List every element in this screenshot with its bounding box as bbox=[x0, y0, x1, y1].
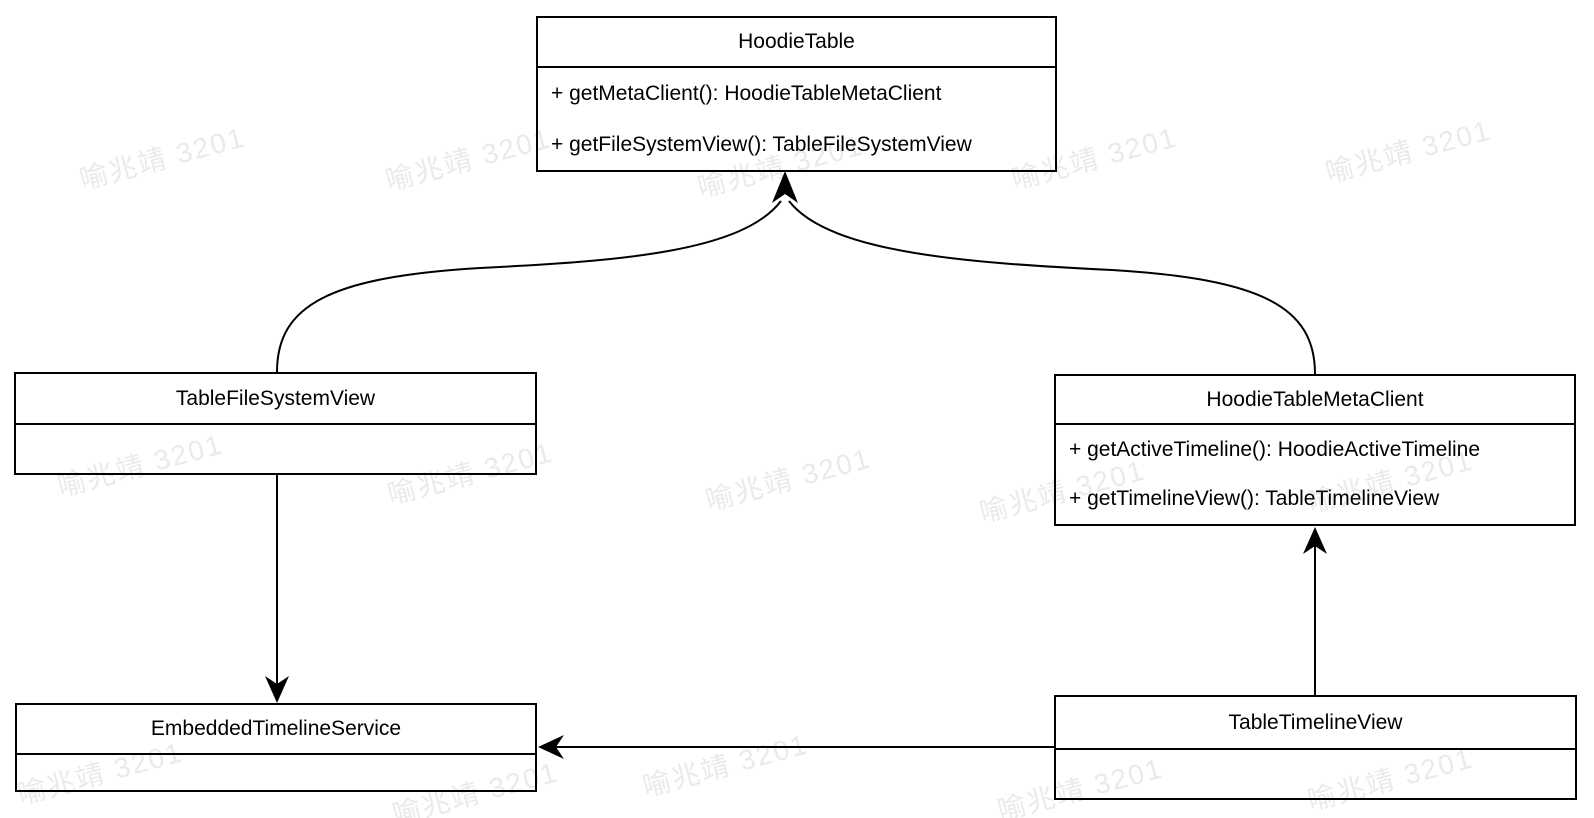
class-box-hoodietable: HoodieTable+ getMetaClient(): HoodieTabl… bbox=[536, 16, 1057, 172]
class-method: + getTimelineView(): TableTimelineView bbox=[1069, 487, 1440, 511]
class-box-hoodietablemetaclient: HoodieTableMetaClient + getActiveTimeline… bbox=[1054, 374, 1576, 526]
class-members-compartment: + getActiveTimeline(): HoodieActiveTimel… bbox=[1056, 425, 1574, 524]
class-name: TableFileSystemView bbox=[16, 374, 535, 425]
class-name: HoodieTableMetaClient bbox=[1056, 376, 1574, 425]
class-name: HoodieTable bbox=[538, 18, 1055, 68]
class-members-compartment bbox=[17, 755, 535, 790]
class-method: + getFileSystemView(): TableFileSystemVi… bbox=[551, 132, 972, 156]
class-method: + getMetaClient(): HoodieTableMetaClient bbox=[551, 81, 942, 105]
class-members-compartment bbox=[1056, 750, 1575, 798]
class-box-embeddedtimelineservice: EmbeddedTimelineService bbox=[15, 703, 537, 792]
class-members-compartment bbox=[16, 425, 535, 473]
class-method: + getActiveTimeline(): HoodieActiveTimel… bbox=[1069, 437, 1481, 461]
class-name: TableTimelineView bbox=[1056, 697, 1575, 750]
class-box-tabletimelineview: TableTimelineView bbox=[1054, 695, 1577, 800]
class-members-compartment: + getMetaClient(): HoodieTableMetaClient… bbox=[538, 68, 1055, 170]
class-name: EmbeddedTimelineService bbox=[17, 705, 535, 755]
class-box-tablefilesystemview: TableFileSystemView bbox=[14, 372, 537, 475]
